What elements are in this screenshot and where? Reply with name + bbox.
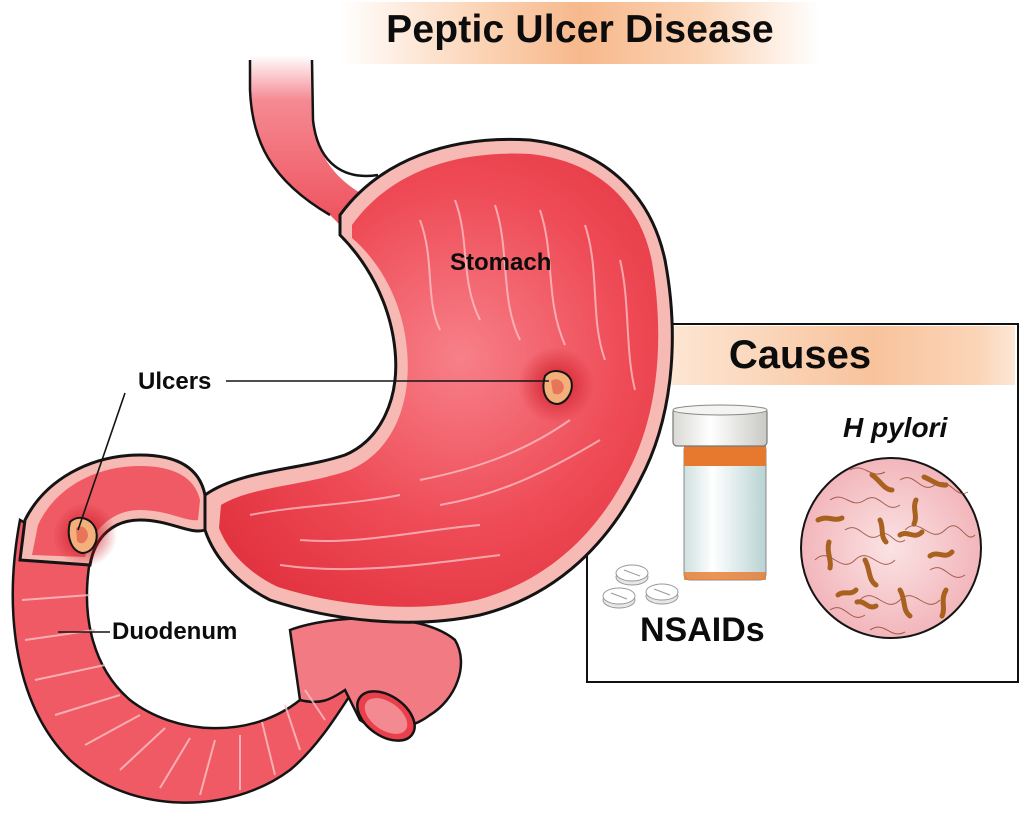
nsaids-label: NSAIDs [640, 611, 765, 649]
bacteria-icon [800, 457, 982, 639]
page-title: Peptic Ulcer Disease [386, 8, 774, 51]
duodenum-label: Duodenum [112, 618, 238, 645]
ulcers-leader-line-duodenum [77, 392, 126, 531]
duodenal-ulcer [67, 516, 98, 555]
duodenum-lower [11, 518, 463, 804]
ulcers-label: Ulcers [138, 368, 212, 395]
title-banner [340, 2, 820, 64]
h-pylori-label: H pylori [843, 412, 948, 443]
esophagus [248, 55, 379, 235]
causes-heading: Causes [728, 333, 872, 377]
causes-heading-banner [660, 326, 1015, 385]
pills-icon [602, 564, 679, 609]
stomach-label: Stomach [450, 249, 552, 276]
stomach-ulcer [542, 370, 573, 406]
pill-bottle-icon [672, 404, 768, 581]
